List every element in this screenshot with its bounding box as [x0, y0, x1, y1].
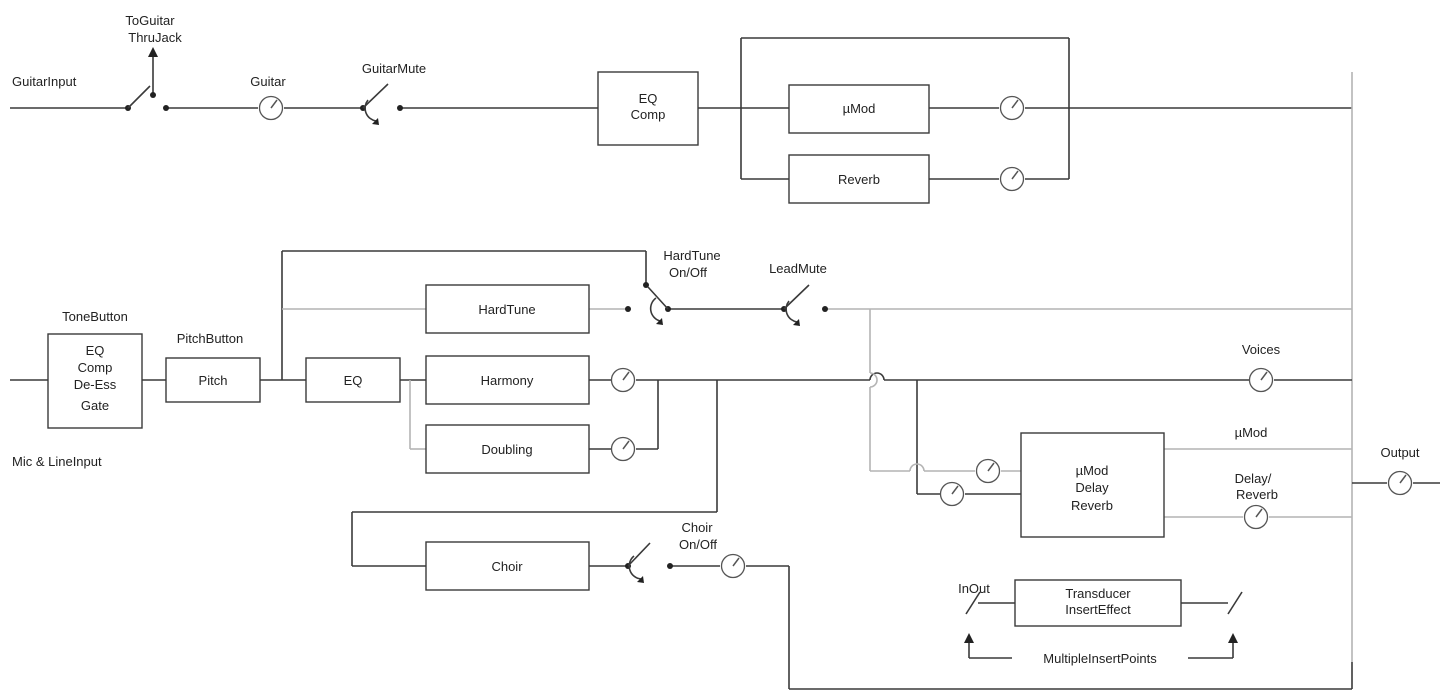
umod-top-knob[interactable]: [999, 95, 1025, 121]
output-knob[interactable]: [1387, 470, 1413, 496]
hardtune-label: HardTune: [478, 302, 535, 317]
to-guitar-label-2: ThruJack: [128, 30, 182, 45]
voices-fx-knob[interactable]: [939, 481, 965, 507]
transducer-label-1: Transducer: [1065, 586, 1131, 601]
tone-button-label: ToneButton: [62, 309, 128, 324]
doubling-box: [425, 424, 590, 474]
guitar-comp-label: Comp: [631, 107, 666, 122]
guitar-label: Guitar: [250, 74, 286, 89]
hardtune-onoff-switch[interactable]: [625, 282, 671, 325]
multiple-insert-points-label: MultipleInsertPoints: [1043, 651, 1157, 666]
inout-label: InOut: [958, 581, 990, 596]
choir-box: [425, 541, 590, 591]
delay-reverb-label-1: Delay/: [1235, 471, 1272, 486]
reverb-top-box: [788, 154, 930, 204]
guitar-mute-switch[interactable]: [360, 83, 403, 125]
guitar-mute-label: GuitarMute: [362, 61, 426, 76]
delay-reverb-label-2: Reverb: [1236, 487, 1278, 502]
harmony-knob[interactable]: [610, 367, 636, 393]
eq-box: [305, 357, 401, 403]
voices-knob[interactable]: [1248, 367, 1274, 393]
doubling-knob[interactable]: [610, 436, 636, 462]
to-guitar-label-1: ToGuitar: [125, 13, 175, 28]
harmony-box: [425, 355, 590, 405]
umod-top-label: µMod: [843, 101, 876, 116]
eq-label: EQ: [344, 373, 363, 388]
reverb-top-label: Reverb: [838, 172, 880, 187]
guitar-thru-switch[interactable]: [125, 85, 169, 111]
secondary-wires: [282, 308, 1352, 518]
insert-in-switch[interactable]: [965, 591, 981, 615]
fx-umod-label: µMod: [1076, 463, 1109, 478]
guitar-eq-label: EQ: [639, 91, 658, 106]
choir-onoff-switch[interactable]: [625, 542, 673, 583]
mic-line-input-label: Mic & LineInput: [12, 454, 102, 469]
hardtune-onoff-label-1: HardTune: [663, 248, 720, 263]
tone-gate-label: Gate: [81, 398, 109, 413]
main-wires: [10, 37, 1440, 690]
guitar-knob[interactable]: [258, 95, 284, 121]
guitar-eq-comp-box: [597, 71, 699, 146]
tone-eq-label: EQ: [86, 343, 105, 358]
choir-label: Choir: [491, 559, 523, 574]
tone-comp-label: Comp: [78, 360, 113, 375]
fx-box: [1020, 432, 1165, 538]
lead-fx-knob[interactable]: [975, 458, 1001, 484]
transducer-label-2: InsertEffect: [1065, 602, 1131, 617]
lead-mute-switch[interactable]: [781, 284, 828, 326]
tone-deess-label: De-Ess: [74, 377, 117, 392]
umod-top-box: [788, 84, 930, 134]
transducer-box: [1014, 579, 1182, 627]
hardtune-onoff-label-2: On/Off: [669, 265, 707, 280]
voices-label: Voices: [1242, 342, 1281, 357]
choir-onoff-label-1: Choir: [681, 520, 713, 535]
pitch-button-label: PitchButton: [177, 331, 244, 346]
umod-right-label: µMod: [1235, 425, 1268, 440]
hardtune-box: [425, 284, 590, 334]
harmony-label: Harmony: [481, 373, 534, 388]
output-label: Output: [1380, 445, 1419, 460]
pitch-box: [165, 357, 261, 403]
reverb-top-knob[interactable]: [999, 166, 1025, 192]
doubling-label: Doubling: [481, 442, 532, 457]
guitar-input-label: GuitarInput: [12, 74, 77, 89]
choir-onoff-label-2: On/Off: [679, 537, 717, 552]
choir-knob[interactable]: [720, 553, 746, 579]
fx-reverb-label: Reverb: [1071, 498, 1113, 513]
tone-box: [47, 333, 143, 429]
delay-reverb-knob[interactable]: [1243, 504, 1269, 530]
pitch-label: Pitch: [199, 373, 228, 388]
fx-delay-label: Delay: [1075, 480, 1109, 495]
lead-mute-label: LeadMute: [769, 261, 827, 276]
insert-out-switch[interactable]: [1227, 591, 1243, 615]
